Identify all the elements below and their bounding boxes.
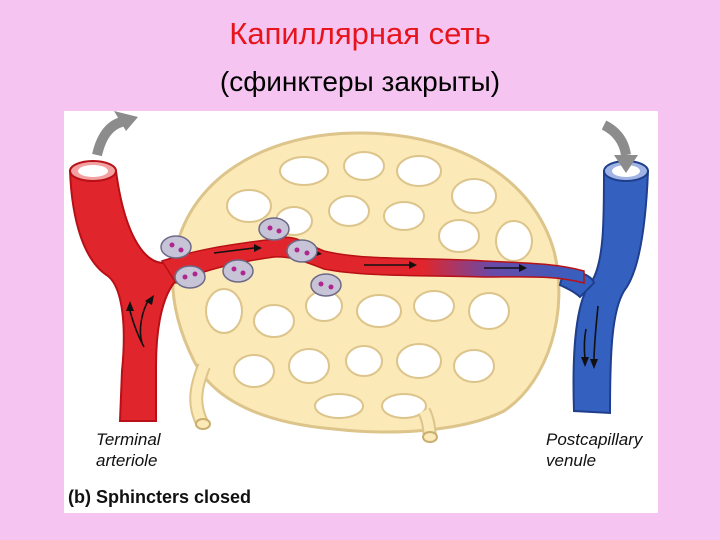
terminal-arteriole-label-line2: arteriole: [96, 451, 158, 470]
capillary-bed: [171, 131, 561, 443]
precapillary-sphincters: [160, 217, 342, 297]
arrow-down-icon: [581, 357, 589, 367]
sphincter: [222, 259, 254, 283]
arrow-right-icon: [409, 261, 417, 269]
slide-subtitle: (сфинктеры закрыты): [219, 66, 501, 97]
postcapillary-venule: [558, 120, 650, 415]
postcapillary-venule-label-line1: Postcapillary: [546, 430, 643, 449]
sphincter: [258, 217, 290, 241]
arrow-right-icon: [519, 264, 527, 272]
postcapillary-venule-label-line2: venule: [546, 451, 597, 470]
sphincter: [174, 265, 206, 289]
sphincter: [286, 239, 318, 263]
slide-title: Капиллярная сеть: [229, 16, 491, 51]
capillary-diagram: [68, 111, 650, 443]
figure-caption: (b) Sphincters closed: [68, 487, 252, 507]
sphincter: [310, 273, 342, 297]
terminal-arteriole-label-line1: Terminal: [96, 430, 161, 449]
arrow-up-icon: [126, 301, 134, 311]
arrow-right-icon: [254, 244, 262, 252]
arrow-down-icon: [590, 359, 598, 369]
up-arrow-icon: [114, 111, 138, 131]
terminal-arteriole: [68, 111, 180, 422]
down-arrow-icon: [614, 155, 638, 173]
capillary-network-figure: Terminal arteriole Postcapillary venule …: [64, 111, 658, 513]
arrow-up-icon: [145, 295, 154, 305]
sphincter: [160, 235, 192, 259]
